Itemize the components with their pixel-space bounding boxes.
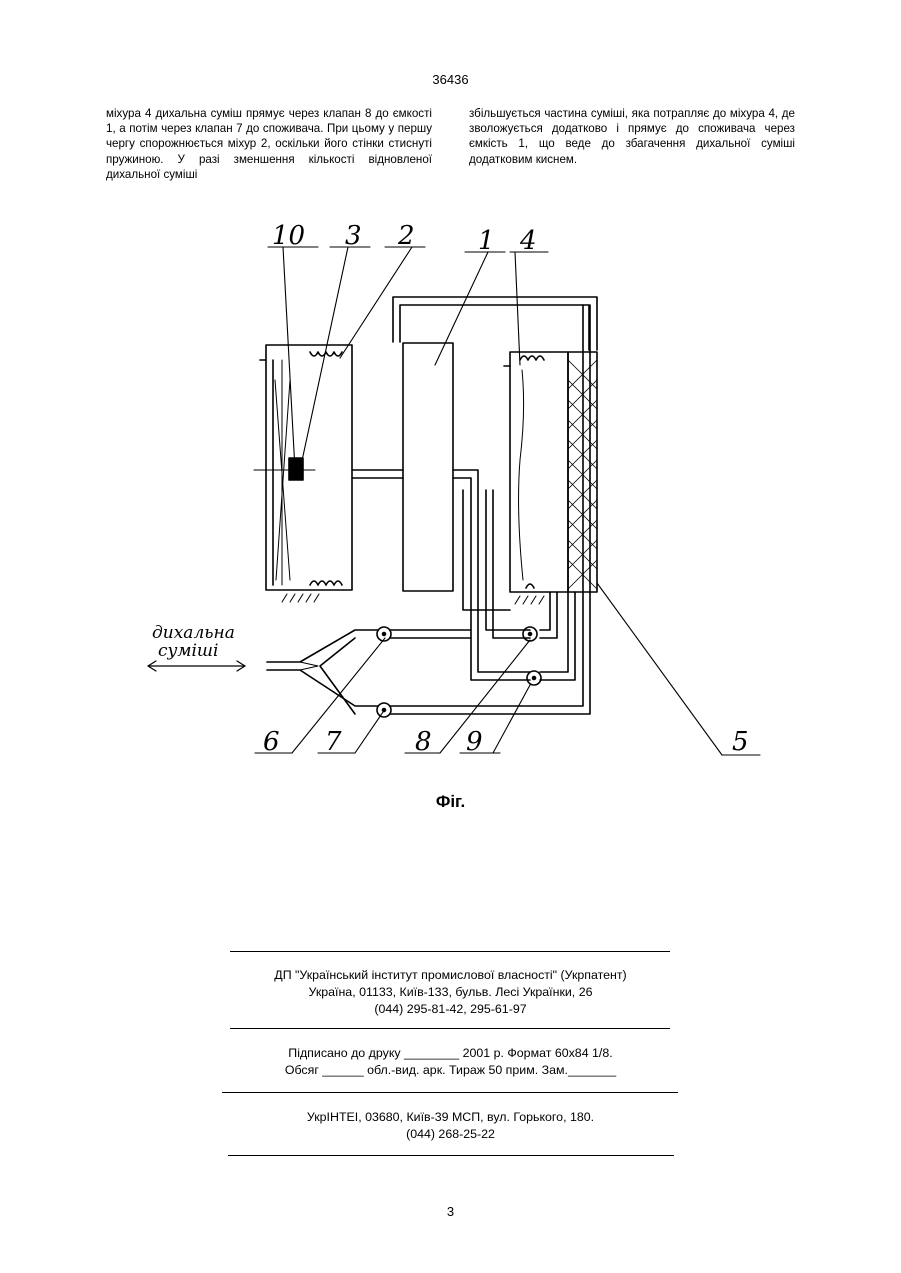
publisher-line-2: Україна, 01133, Київ-133, бульв. Лесі Ук… <box>0 985 901 1001</box>
divider <box>230 951 670 952</box>
publisher-line-3: (044) 295-81-42, 295-61-97 <box>0 1002 901 1018</box>
valve-8 <box>523 627 537 641</box>
figure-caption: Фіг. <box>0 792 901 812</box>
patent-number: 36436 <box>0 72 901 87</box>
page-number: 3 <box>0 1204 901 1219</box>
arrow-label-line1: дихальна <box>152 623 235 643</box>
pipe-2-to-1 <box>352 470 403 478</box>
text-column-right: збільшується частина суміші, яка потрапл… <box>469 106 795 167</box>
paragraph-right: збільшується частина суміші, яка потрапл… <box>469 106 795 167</box>
divider <box>230 1028 670 1029</box>
printer-line-1: УкрІНТЕІ, 03680, Київ-39 МСП, вул. Горьк… <box>0 1110 901 1126</box>
label-8: 8 <box>415 727 432 757</box>
divider <box>222 1092 678 1093</box>
divider <box>228 1155 674 1156</box>
label-7: 7 <box>325 727 342 757</box>
apparatus-diagram: 10 3 2 1 4 5 6 7 8 9 дихальна суміші <box>130 215 780 775</box>
label-1: 1 <box>478 226 495 256</box>
container-1 <box>403 343 453 591</box>
bladder-2-housing <box>254 345 352 602</box>
valve-9 <box>527 671 541 685</box>
valve-7 <box>377 703 391 717</box>
lower-piping <box>390 305 590 714</box>
leader-lines <box>255 247 760 755</box>
print-info-line-1: Підписано до друку ________ 2001 р. Форм… <box>0 1046 901 1062</box>
text-column-left: міхура 4 дихальна суміш прямує через кла… <box>106 106 432 182</box>
label-6: 6 <box>263 727 280 757</box>
bladder-4-housing <box>504 352 568 604</box>
top-pipe <box>393 297 597 350</box>
label-2: 2 <box>397 221 415 251</box>
printer-line-2: (044) 268-25-22 <box>0 1127 901 1143</box>
inlet-pipe <box>267 630 378 714</box>
publisher-line-1: ДП "Український інститут промислової вла… <box>0 968 901 984</box>
label-10: 10 <box>272 221 305 251</box>
label-5: 5 <box>732 727 749 757</box>
paragraph-left: міхура 4 дихальна суміш прямує через кла… <box>106 106 432 182</box>
label-3: 3 <box>345 221 362 251</box>
label-4: 4 <box>519 226 537 256</box>
print-info-line-2: Обсяг ______ обл.-вид. арк. Тираж 50 при… <box>0 1063 901 1079</box>
arrow-label-line2: суміші <box>158 641 218 661</box>
flow-arrow <box>148 661 245 671</box>
label-9: 9 <box>466 727 483 757</box>
